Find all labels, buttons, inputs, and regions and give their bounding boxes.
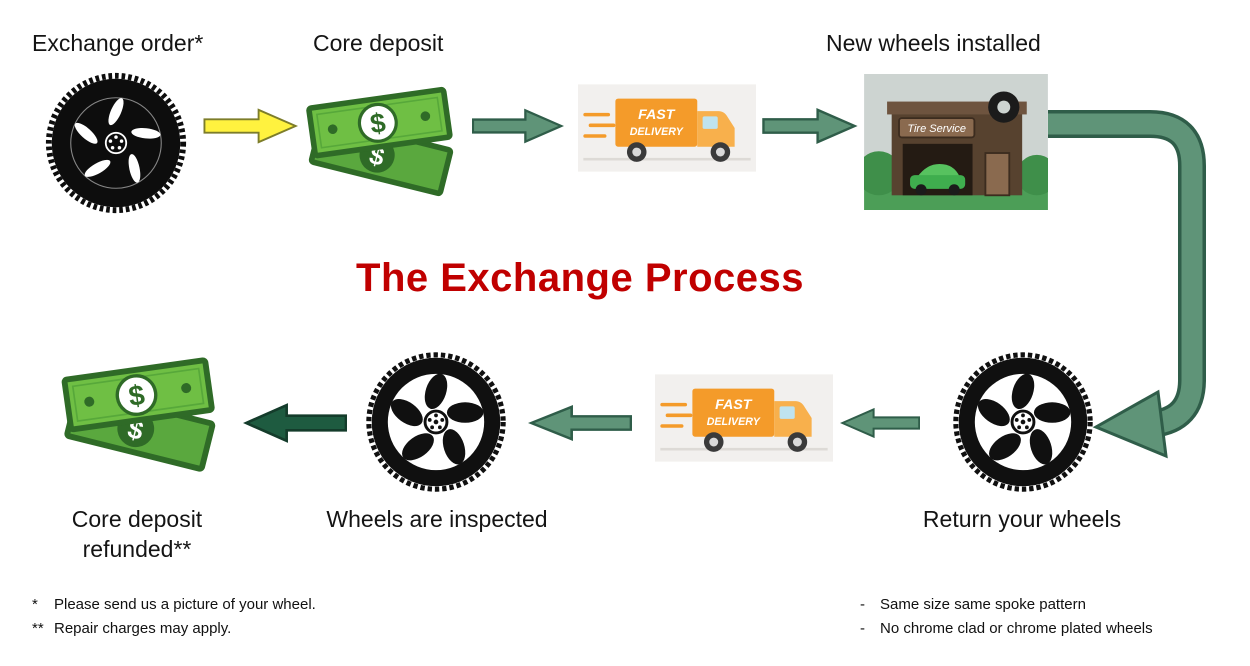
label-new-wheels-installed: New wheels installed (826, 30, 1041, 56)
arrow-left-icon (528, 405, 632, 441)
money-icon: $ $ (306, 86, 454, 197)
truck-text-fast: FAST (715, 397, 753, 413)
label-core-deposit: Core deposit (313, 30, 444, 56)
label-core-deposit-refunded: Core deposit refunded** (37, 504, 237, 564)
footnote-text: Same size same spoke pattern (880, 596, 1086, 613)
footnote: ** Repair charges may apply. (32, 620, 452, 637)
footnotes-left: * Please send us a picture of your wheel… (32, 596, 452, 644)
dollar-sign: $ (127, 379, 147, 413)
truck-text-delivery: DELIVERY (630, 126, 684, 138)
label-core-deposit-refunded-line2: refunded** (82, 536, 192, 562)
footnote-marker: ** (32, 620, 44, 637)
arrow-left-icon (243, 403, 347, 443)
footnote-marker: * (32, 596, 38, 613)
arrow-left-icon (840, 407, 920, 439)
shop-sign-text: Tire Service (907, 123, 966, 135)
tire-shop-icon: Tire Service (864, 74, 1048, 210)
label-return-your-wheels: Return your wheels (922, 506, 1122, 532)
footnote-marker: - (860, 620, 865, 637)
truck-text-fast: FAST (638, 107, 676, 123)
wheel-icon (363, 349, 509, 495)
delivery-truck-icon: FAST DELIVERY (578, 84, 756, 172)
arrow-right-icon (472, 108, 564, 144)
footnote-marker: - (860, 596, 865, 613)
delivery-truck-icon: FAST DELIVERY (655, 374, 833, 462)
label-exchange-order: Exchange order* (32, 30, 204, 56)
footnote-text: No chrome clad or chrome plated wheels (880, 620, 1153, 637)
footnote: - Same size same spoke pattern (860, 596, 1240, 613)
dollar-sign: $ (368, 107, 387, 140)
truck-text-delivery: DELIVERY (707, 416, 761, 428)
page-title: The Exchange Process (356, 256, 804, 300)
footnote: - No chrome clad or chrome plated wheels (860, 620, 1240, 637)
footnote-text: Repair charges may apply. (54, 620, 232, 637)
arrow-right-icon (203, 108, 299, 144)
footnote-text: Please send us a picture of your wheel. (54, 596, 316, 613)
label-wheels-are-inspected: Wheels are inspected (326, 506, 548, 532)
money-icon: $ $ (61, 357, 216, 472)
arrow-right-icon (762, 108, 858, 144)
footnote: * Please send us a picture of your wheel… (32, 596, 452, 613)
footnotes-right: - Same size same spoke pattern - No chro… (860, 596, 1240, 644)
label-core-deposit-refunded-line1: Core deposit (71, 506, 203, 532)
wheel-icon (950, 349, 1096, 495)
